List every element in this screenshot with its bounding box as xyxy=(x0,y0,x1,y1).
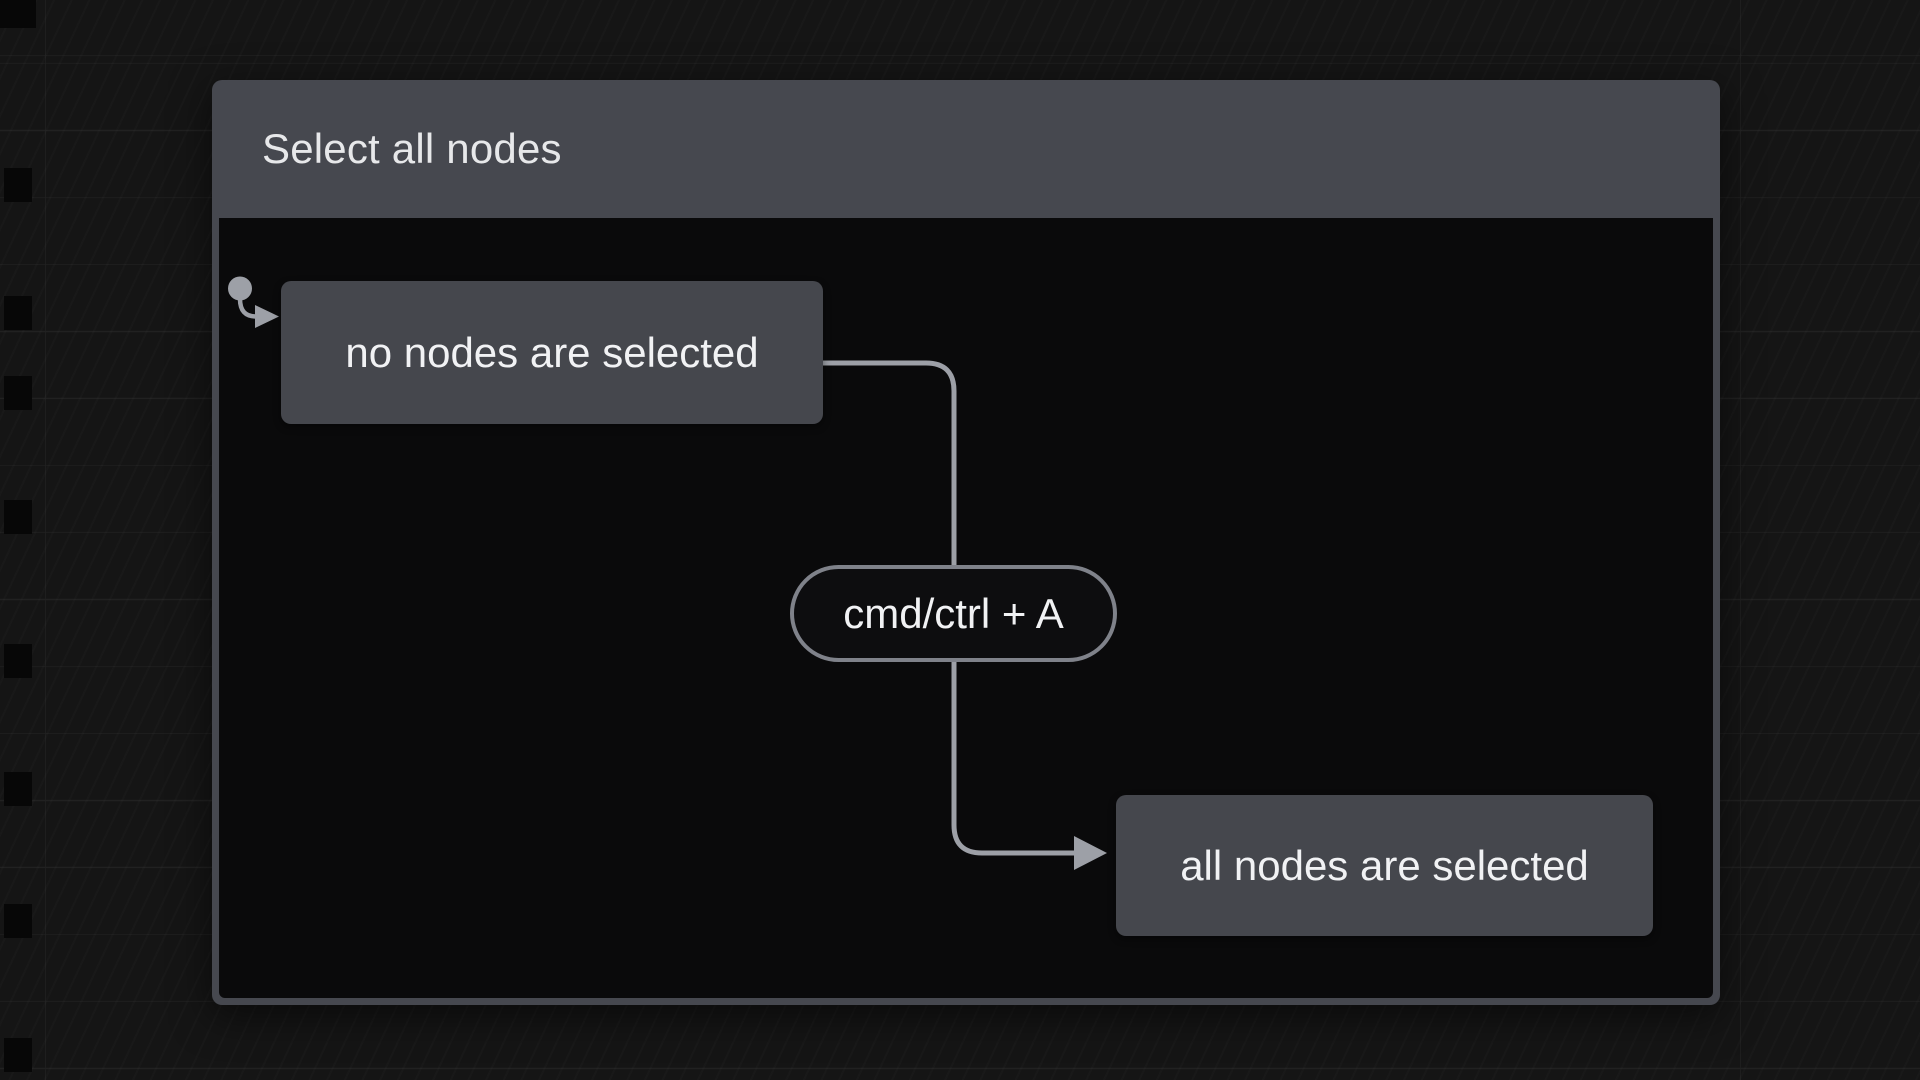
arrowhead-right-icon xyxy=(1074,836,1107,870)
background-artifact xyxy=(4,168,32,202)
flow-canvas: no nodes are selected cmd/ctrl + A all n… xyxy=(219,218,1713,998)
flow-node-source-label: no nodes are selected xyxy=(345,328,759,376)
flow-node-target-label: all nodes are selected xyxy=(1180,841,1589,889)
panel-header: Select all nodes xyxy=(212,80,1720,218)
keyboard-shortcut-badge: cmd/ctrl + A xyxy=(790,565,1117,662)
background-artifact xyxy=(4,296,32,330)
shortcut-demo-panel: Select all nodes no nodes are selected c… xyxy=(212,80,1720,1005)
flow-node-target[interactable]: all nodes are selected xyxy=(1116,795,1653,936)
background-artifact xyxy=(4,904,32,938)
background-artifact xyxy=(4,644,32,678)
background-artifact xyxy=(4,1038,32,1072)
keyboard-shortcut-label: cmd/ctrl + A xyxy=(843,589,1064,637)
background-artifact xyxy=(4,376,32,410)
flow-node-source[interactable]: no nodes are selected xyxy=(281,281,823,424)
node-drag-connector-icon xyxy=(228,276,279,328)
background-artifact xyxy=(0,0,36,28)
background-artifact xyxy=(4,500,32,534)
panel-title: Select all nodes xyxy=(262,125,562,172)
background-artifact xyxy=(4,772,32,806)
